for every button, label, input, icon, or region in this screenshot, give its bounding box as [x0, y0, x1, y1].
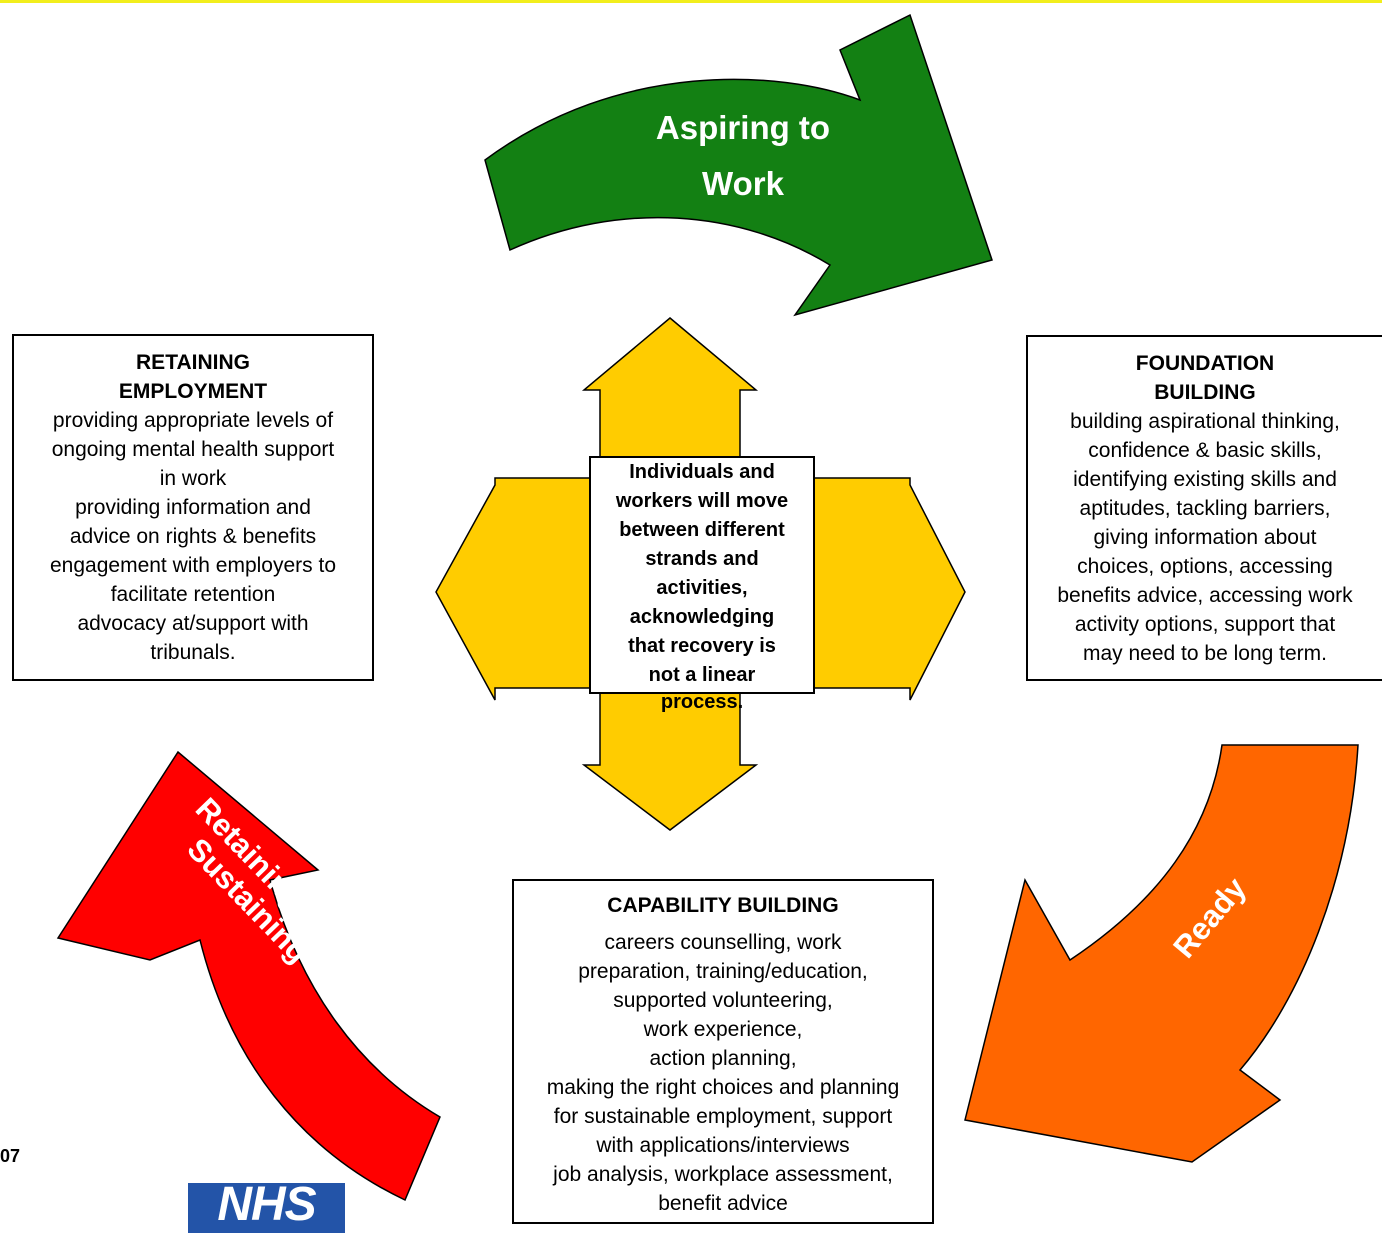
capability-building-box: CAPABILITY BUILDING careers counselling,…	[512, 879, 934, 1224]
center-text-line: activities,	[656, 577, 748, 599]
capability-text-line: careers counselling, work	[604, 931, 842, 954]
aspiring-arrow	[484, 13, 993, 317]
aspiring-label-line1: Aspiring to	[655, 109, 831, 146]
capability-heading: CAPABILITY BUILDING	[607, 894, 839, 917]
capability-text-line: preparation, training/education,	[578, 960, 868, 983]
foundation-text-line: choices, options, accessing	[1077, 555, 1333, 578]
retaining-text-line: ongoing mental health support	[51, 438, 335, 461]
foundation-text-line: may need to be long term.	[1083, 642, 1327, 665]
corner-text: 07	[0, 1146, 21, 1166]
center-text-line: acknowledging	[629, 606, 775, 628]
center-text-line: strands and	[645, 548, 759, 570]
capability-text-line: work experience,	[643, 1018, 803, 1041]
retaining-arrow	[56, 750, 441, 1202]
center-text-line: that recovery is	[628, 635, 776, 657]
center-text-line: workers will move	[615, 490, 789, 512]
foundation-text-line: benefits advice, accessing work	[1057, 584, 1353, 607]
foundation-text-line: aptitudes, tackling barriers,	[1079, 497, 1331, 520]
ready-arrow	[964, 744, 1359, 1163]
aspiring-label: Aspiring to Work	[628, 100, 858, 212]
foundation-text-line: activity options, support that	[1074, 613, 1336, 636]
foundation-text-line: confidence & basic skills,	[1088, 439, 1322, 462]
foundation-text-line: building aspirational thinking,	[1070, 410, 1340, 433]
retaining-text-line: providing information and	[75, 496, 311, 519]
retaining-text-line: in work	[159, 467, 227, 490]
retaining-heading-line1: RETAINING	[136, 351, 250, 374]
retaining-text-line: providing appropriate levels of	[52, 409, 334, 432]
nhs-logo: NHS	[188, 1183, 345, 1233]
retaining-text-line: tribunals.	[150, 641, 236, 664]
retaining-employment-box: RETAINING EMPLOYMENT providing appropria…	[12, 334, 374, 681]
foundation-text-line: identifying existing skills and	[1073, 468, 1337, 491]
top-border-line	[0, 0, 1382, 3]
retaining-text-line: advice on rights & benefits	[69, 525, 317, 548]
center-statement-box: Individuals and workers will move betwee…	[589, 456, 815, 694]
center-text-line: Individuals and	[629, 461, 775, 483]
capability-text-line: benefit advice	[658, 1192, 788, 1215]
capability-text-line: with applications/interviews	[596, 1134, 850, 1157]
retaining-text-line: facilitate retention	[110, 583, 276, 606]
center-text-line: between different	[619, 519, 785, 541]
capability-text-line: supported volunteering,	[613, 989, 833, 1012]
center-text-line: not a linear	[648, 664, 756, 686]
retaining-heading-line2: EMPLOYMENT	[118, 380, 268, 403]
retaining-text-line: advocacy at/support with	[77, 612, 309, 635]
foundation-heading-line1: FOUNDATION	[1135, 352, 1275, 375]
foundation-heading-line2: BUILDING	[1154, 381, 1256, 404]
aspiring-label-line2: Work	[702, 165, 784, 202]
foundation-text-line: giving information about	[1093, 526, 1317, 549]
capability-text-line: making the right choices and planning	[546, 1076, 900, 1099]
retaining-text-line: engagement with employers to	[50, 554, 336, 577]
capability-text-line: for sustainable employment, support	[553, 1105, 893, 1128]
capability-text-line: action planning,	[649, 1047, 797, 1070]
foundation-building-box: FOUNDATION BUILDING building aspirationa…	[1026, 335, 1382, 681]
center-text-overflow: process.	[660, 691, 744, 713]
capability-text-line: job analysis, workplace assessment,	[553, 1163, 893, 1186]
